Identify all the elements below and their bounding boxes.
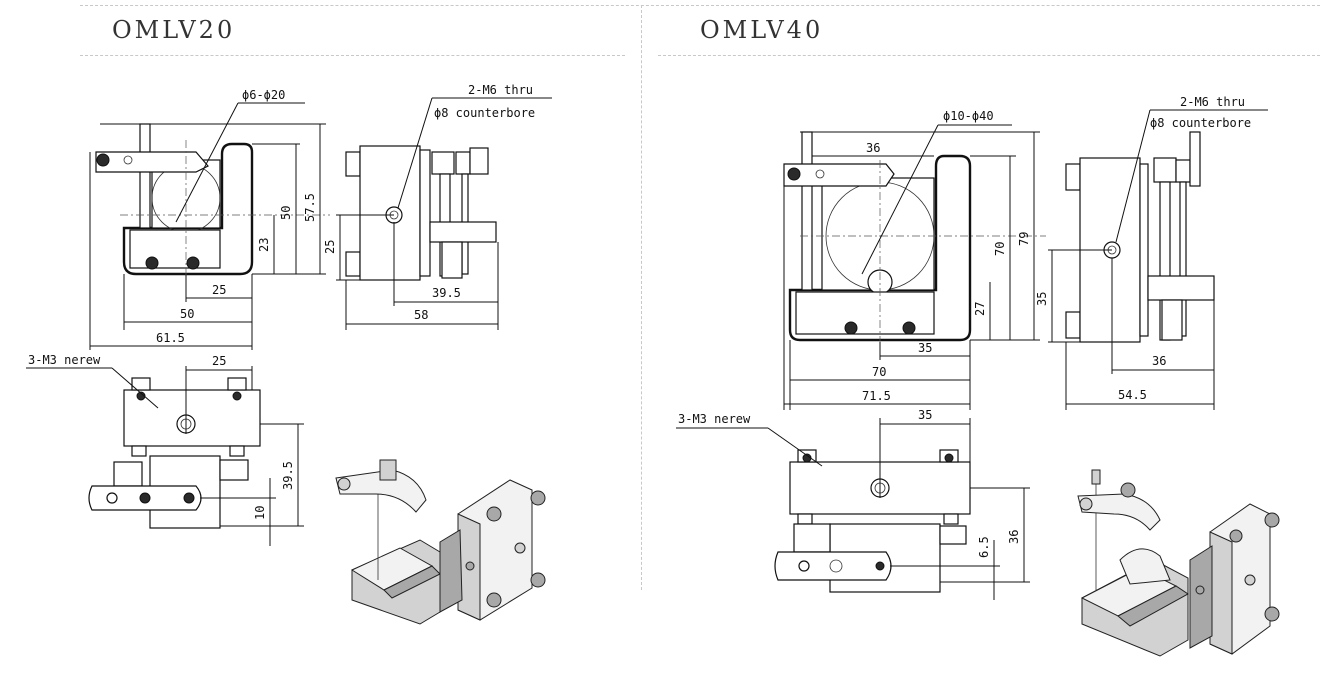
header-rule-left <box>80 55 625 56</box>
omlv20-side-view <box>336 97 552 330</box>
omlv40-dim-36-top: 36 <box>866 141 880 155</box>
omlv20-dim-25-top: 25 <box>212 354 226 368</box>
omlv40-isometric-render <box>1077 469 1280 657</box>
omlv40-side-view <box>1048 109 1268 410</box>
omlv40-aperture-label: ϕ10-ϕ40 <box>943 109 994 123</box>
top-rule <box>80 5 1320 6</box>
omlv20-screw-spec-line2: ϕ8 counterbore <box>434 106 535 120</box>
omlv40-dim-36-top: 36 <box>1007 530 1021 544</box>
model-title-omlv40: OMLV40 <box>700 16 824 44</box>
omlv20-dim-25-side: 25 <box>323 240 337 254</box>
omlv20-dim-50-height: 50 <box>279 206 293 220</box>
omlv40-screw-spec-line2: ϕ8 counterbore <box>1150 116 1251 130</box>
omlv40-dim-79: 79 <box>1017 232 1031 246</box>
omlv20-dim-39-5-top: 39.5 <box>281 461 295 490</box>
omlv20-aperture-label: ϕ6-ϕ20 <box>242 88 285 102</box>
omlv20-isometric-render <box>335 459 546 625</box>
omlv20-dim-39-5-side: 39.5 <box>432 286 461 300</box>
model-title-omlv20: OMLV20 <box>112 16 236 44</box>
omlv20-front-view <box>89 102 330 350</box>
omlv20-dim-57-5: 57.5 <box>303 193 317 222</box>
omlv40-dim-70-width: 70 <box>872 365 886 379</box>
omlv40-dim-71-5: 71.5 <box>862 389 891 403</box>
header-rule-right <box>658 55 1320 56</box>
omlv40-screw-spec-line1: 2-M6 thru <box>1180 95 1245 109</box>
omlv40-dim-35-front: 35 <box>918 341 932 355</box>
omlv40-front-view <box>783 124 1046 410</box>
omlv40-dim-54-5: 54.5 <box>1118 388 1147 402</box>
omlv40-dim-35-top: 35 <box>918 408 932 422</box>
omlv20-dim-10: 10 <box>253 506 267 520</box>
omlv40-dim-27: 27 <box>973 302 987 316</box>
omlv40-dim-6-5: 6.5 <box>977 536 991 558</box>
omlv40-dim-36-side: 36 <box>1152 354 1166 368</box>
omlv20-dim-50-width: 50 <box>180 307 194 321</box>
panel-divider <box>641 5 642 590</box>
omlv20-dim-23: 23 <box>257 238 271 252</box>
omlv20-screw-spec-line1: 2-M6 thru <box>468 83 533 97</box>
omlv20-dim-58: 58 <box>414 308 428 322</box>
omlv20-dim-61-5: 61.5 <box>156 331 185 345</box>
omlv40-dim-70-height: 70 <box>993 242 1007 256</box>
omlv20-dim-25-front: 25 <box>212 283 226 297</box>
omlv40-dim-35-side: 35 <box>1035 292 1049 306</box>
omlv20-screw-m3-label: 3-M3 nerew <box>28 353 101 367</box>
omlv20-top-view <box>26 366 304 546</box>
omlv40-top-view <box>676 418 1030 600</box>
omlv40-screw-m3-label: 3-M3 nerew <box>678 412 751 426</box>
